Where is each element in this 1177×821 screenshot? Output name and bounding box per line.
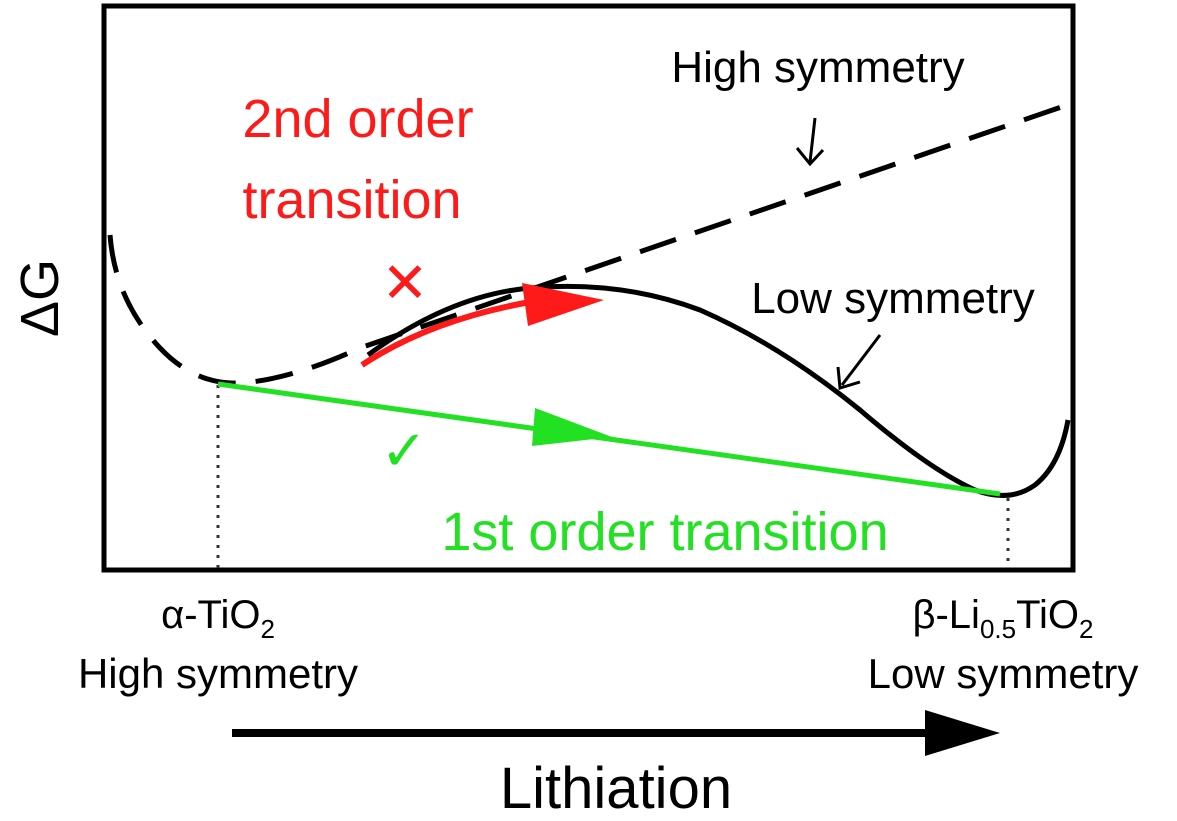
second-order-label-line1: 2nd order (242, 89, 473, 149)
first-order-label: 1st order transition (441, 502, 888, 562)
right-phase-label: β-Li0.5TiO2 (912, 593, 1093, 644)
left-phase-symmetry: High symmetry (78, 650, 358, 697)
high-symmetry-pointer-head (795, 147, 825, 167)
lithiation-arrowhead (925, 710, 1000, 756)
high-symmetry-curve (107, 101, 1071, 386)
low-symmetry-pointer (840, 334, 882, 386)
left-phase-label: α-TiO2 (161, 593, 275, 644)
second-order-arrowhead (522, 283, 604, 326)
low-symmetry-label: Low symmetry (751, 274, 1035, 323)
x-axis-label: Lithiation (500, 756, 732, 821)
y-axis-label: ΔG (10, 259, 70, 337)
second-order-cross-mark: ✕ (382, 251, 429, 314)
first-order-arrowhead (532, 408, 612, 446)
low-symmetry-curve (366, 283, 1071, 498)
low-symmetry-pointer-head (836, 366, 861, 390)
second-order-path (360, 299, 531, 368)
right-phase-symmetry: Low symmetry (868, 650, 1139, 697)
first-order-check-mark: ✓ (381, 419, 428, 482)
high-symmetry-pointer (808, 117, 817, 163)
second-order-label-line2: transition (242, 170, 461, 230)
first-order-tangent (217, 381, 1001, 497)
high-symmetry-label: High symmetry (671, 43, 964, 92)
plot-frame (101, 3, 1076, 573)
